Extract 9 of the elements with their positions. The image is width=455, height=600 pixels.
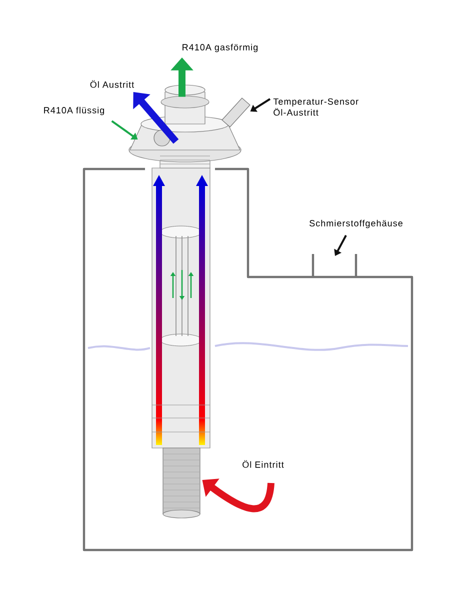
callout-label: Öl Austritt xyxy=(90,80,134,88)
callout-label: R410A flüssig xyxy=(44,106,104,116)
callout-label: Temperatur-Sensor Öl-Austritt xyxy=(273,98,358,116)
callout-label: Öl Eintritt xyxy=(242,460,284,468)
arrow xyxy=(334,234,347,256)
arrow xyxy=(133,92,179,144)
callout-label: Schmierstoffgehäuse xyxy=(310,220,402,228)
strainer-drawing xyxy=(162,448,200,518)
callout-label: R410A gasförmig xyxy=(182,44,258,52)
